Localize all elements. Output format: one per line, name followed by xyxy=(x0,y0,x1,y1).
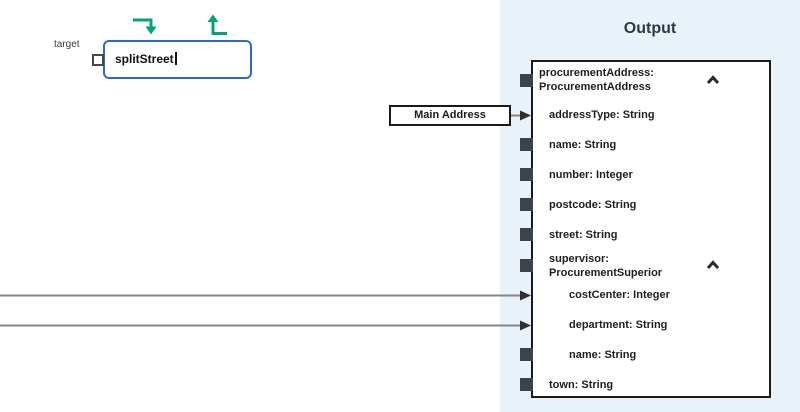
connection-anchor[interactable] xyxy=(520,378,533,391)
output-field-name[interactable]: name: String xyxy=(549,139,617,151)
output-field-cost-center[interactable]: costCenter: Integer xyxy=(569,289,670,301)
main-address-node[interactable]: Main Address xyxy=(389,105,511,126)
connection-anchor[interactable] xyxy=(520,259,533,272)
function-name-text: splitStreet xyxy=(115,52,174,66)
function-name-input[interactable]: splitStreet xyxy=(105,42,250,76)
output-field-procurement-address[interactable]: procurementAddress: ProcurementAddress xyxy=(539,67,654,93)
text-caret xyxy=(174,52,177,65)
connection-line-to-department[interactable] xyxy=(0,320,531,331)
connection-anchor[interactable] xyxy=(520,74,533,87)
add-output-arrow-icon[interactable] xyxy=(199,11,229,37)
output-field-address-type[interactable]: addressType: String xyxy=(549,109,655,121)
connection-anchor[interactable] xyxy=(520,138,533,151)
target-connection-anchor[interactable] xyxy=(92,54,104,66)
collapse-chevron-icon[interactable] xyxy=(706,260,720,270)
collapse-chevron-icon[interactable] xyxy=(706,75,720,85)
connection-anchor[interactable] xyxy=(520,348,533,361)
output-field-street[interactable]: street: String xyxy=(549,229,618,241)
output-panel-title: Output xyxy=(623,20,677,37)
connection-anchor[interactable] xyxy=(520,168,533,181)
output-field-postcode[interactable]: postcode: String xyxy=(549,199,637,211)
output-field-town[interactable]: town: String xyxy=(549,379,614,391)
add-input-arrow-icon[interactable] xyxy=(130,13,158,37)
output-field-department[interactable]: department: String xyxy=(569,319,668,331)
target-label: target xyxy=(54,39,80,50)
connection-anchor[interactable] xyxy=(520,198,533,211)
output-field-number[interactable]: number: Integer xyxy=(549,169,633,181)
output-schema-card: procurementAddress: ProcurementAddress a… xyxy=(531,60,771,398)
output-field-supervisor-name[interactable]: name: String xyxy=(569,349,637,361)
output-field-supervisor[interactable]: supervisor: ProcurementSuperior xyxy=(549,253,663,279)
function-node[interactable]: splitStreet xyxy=(103,40,252,79)
connection-anchor[interactable] xyxy=(520,228,533,241)
connection-line-to-cost-center[interactable] xyxy=(0,290,531,301)
